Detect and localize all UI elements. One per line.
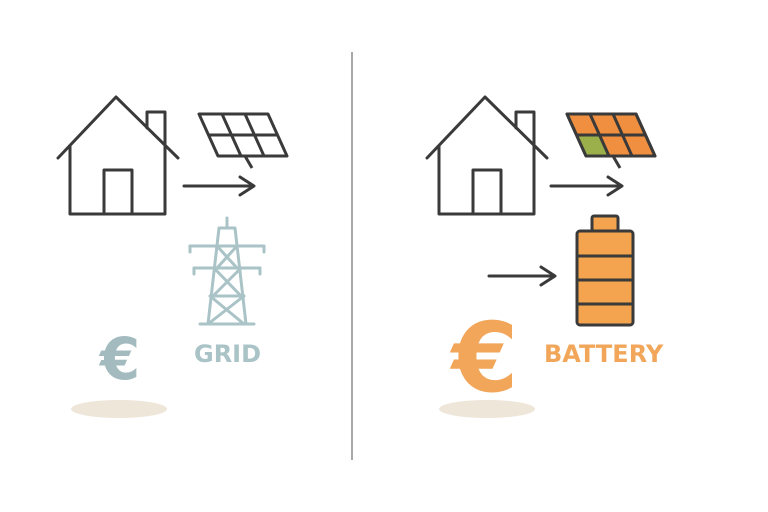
left-scene <box>56 95 289 418</box>
solar-panel-icon <box>565 112 657 169</box>
right-scene <box>425 95 657 418</box>
arrow-right-icon <box>487 265 557 287</box>
euro-icon: € <box>99 325 141 393</box>
battery-icon <box>575 214 635 327</box>
solar-panel-icon <box>197 112 289 169</box>
shadow-ellipse <box>71 400 167 418</box>
house-icon <box>425 95 549 216</box>
house-icon <box>56 95 180 216</box>
euro-icon: € <box>451 302 519 414</box>
arrow-right-icon <box>182 175 256 197</box>
shadow-ellipse <box>439 400 535 418</box>
grid-label: GRID <box>194 340 262 368</box>
power-pylon-icon <box>188 216 266 326</box>
arrow-right-icon <box>549 175 624 197</box>
battery-label: BATTERY <box>544 340 664 368</box>
